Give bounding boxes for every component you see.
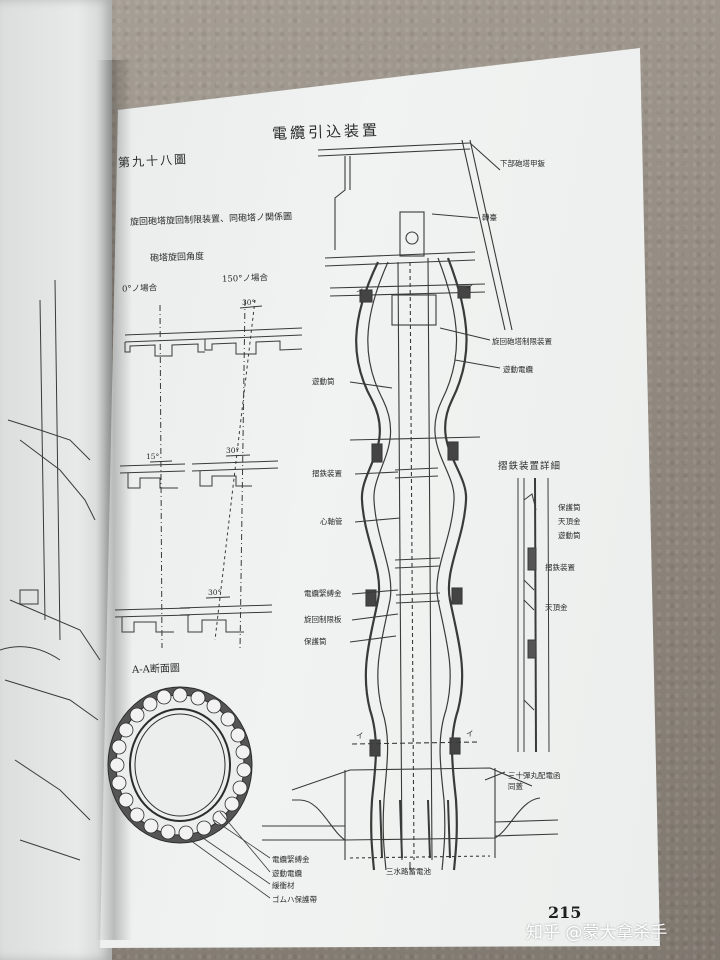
detail-label: 天頂金 <box>558 517 581 526</box>
section-mark: イ <box>356 287 364 296</box>
drawing-title: 電纜引込装置 <box>271 121 381 143</box>
label-distribution-box: 三十彈丸配電函 同蓋 <box>508 771 561 791</box>
angle-mark: 30° <box>208 588 222 597</box>
section-label: 電纜緊縛金 <box>272 855 310 864</box>
label-rotation-limit-plate: 旋回制限板 <box>304 615 342 624</box>
page-number: 215 <box>548 903 582 922</box>
left-book-page <box>0 0 112 960</box>
detail-title: 摺鉄装置詳細 <box>498 461 562 472</box>
section-mark: イ <box>466 283 474 292</box>
detail-label: 天頂金 <box>545 603 568 612</box>
label-rotation-limit: 旋回砲塔制限装置 <box>492 337 552 346</box>
label-battery: 三水路蓄電池 <box>386 867 431 876</box>
cross-section-drawing <box>107 686 271 899</box>
label-moving-tube: 遊動筒 <box>312 377 335 386</box>
detail-label: 摺鉄装置 <box>545 563 575 572</box>
zhihu-watermark: 知乎 @蒙大拿杀手 <box>526 923 668 943</box>
label-sliding-device: 摺鉄装置 <box>312 469 342 478</box>
section-mark: イ <box>356 731 364 740</box>
angle-mark: 30° <box>226 446 240 455</box>
label-turntable: 轉臺 <box>482 213 497 222</box>
angle-mark: 30° <box>242 298 256 307</box>
label-moving-cable: 遊動電纜 <box>503 365 533 374</box>
left-page-sketch <box>0 279 101 861</box>
sliding-device-detail <box>517 477 550 753</box>
label-center-pipe: 心軸管 <box>320 517 343 526</box>
section-label: 遊動電纜 <box>272 869 302 878</box>
section-label: 緩衝材 <box>272 881 295 890</box>
angle-diagrams <box>114 299 303 651</box>
angle-mark: 15° <box>146 452 160 461</box>
section-label: ゴムハ保護帶 <box>272 895 317 904</box>
detail-label: 遊動筒 <box>558 531 581 540</box>
label-protection-tube: 保護筒 <box>304 637 327 646</box>
label-cable-clamp: 電纜緊縛金 <box>304 589 342 598</box>
position-label-zero: 0°ノ場合 <box>121 283 158 295</box>
label-lower-turret-armor: 下部砲塔甲鈑 <box>500 159 545 168</box>
detail-label: 保護筒 <box>558 503 581 512</box>
position-label-150: 150°ノ場合 <box>221 273 269 285</box>
angle-title: 砲塔旋回角度 <box>149 252 205 264</box>
section-title: A-A断面圖 <box>131 663 181 676</box>
section-mark: イ <box>466 729 474 738</box>
